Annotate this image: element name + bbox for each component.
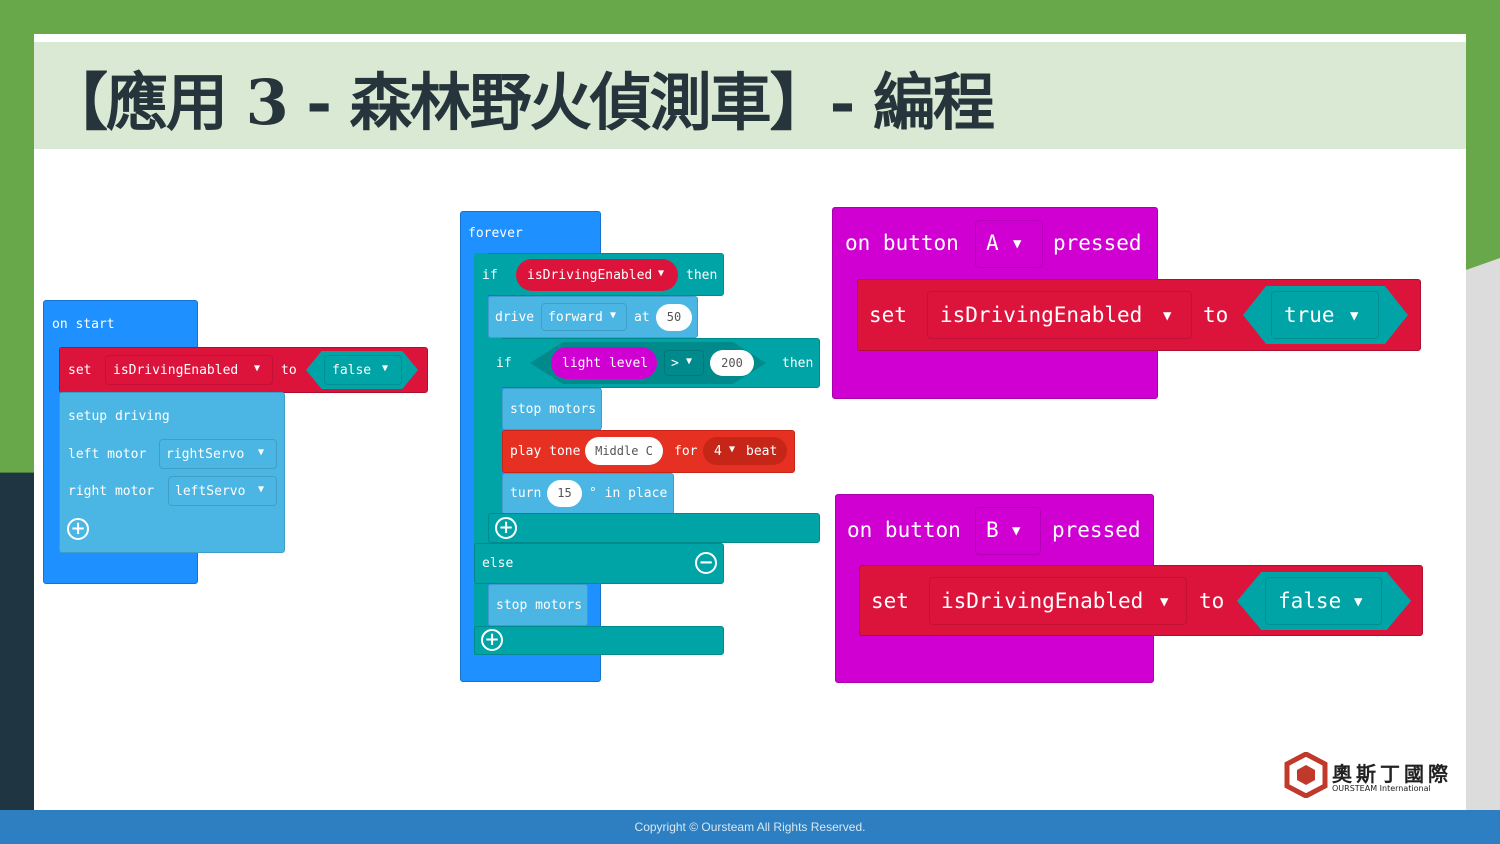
boolean-dropdown[interactable]: [324, 355, 402, 385]
chevron-down-icon: ▼: [258, 447, 265, 458]
inner-then-label: then: [782, 356, 814, 371]
boolean-value: true: [1284, 303, 1335, 327]
left-motor-value: rightServo: [166, 447, 245, 462]
beat-label: beat: [746, 444, 778, 459]
to-label: to: [1199, 589, 1225, 613]
note-input[interactable]: Middle C: [585, 437, 663, 465]
threshold-input[interactable]: 200: [710, 350, 754, 376]
pressed-label: pressed: [1052, 518, 1141, 542]
button-name: B: [986, 518, 999, 542]
chevron-down-icon: ▼: [258, 484, 265, 495]
right-motor-dropdown[interactable]: [168, 476, 277, 506]
light-level-label: light level: [562, 356, 649, 371]
to-label: to: [1203, 303, 1229, 327]
chevron-down-icon: ▼: [729, 444, 736, 455]
chevron-down-icon: ▼: [1160, 594, 1169, 610]
variable-dropdown[interactable]: [105, 355, 273, 385]
for-label: for: [674, 444, 698, 459]
boolean-value: false: [332, 363, 372, 378]
operator-value: >: [671, 356, 679, 371]
chevron-down-icon: ▼: [1163, 308, 1172, 324]
add-parameter-icon[interactable]: +: [67, 518, 89, 540]
beat-dropdown[interactable]: [703, 437, 787, 465]
on-button-label: on button: [845, 231, 959, 255]
in-place-label: ° in place: [589, 486, 668, 501]
operator-dropdown[interactable]: [664, 350, 704, 376]
left-motor-dropdown[interactable]: [159, 439, 277, 469]
button-a-dropdown[interactable]: [975, 220, 1043, 268]
else-section: [474, 543, 724, 584]
setup-driving-label: setup driving: [68, 409, 170, 424]
page-title: 【應用 3 - 森林野火偵測車】- 編程: [46, 66, 995, 139]
degrees-input[interactable]: 15: [547, 480, 582, 507]
chevron-down-icon: ▼: [382, 363, 389, 374]
footer-bar: [0, 810, 1500, 844]
logo-chinese-name: 奧斯丁國際: [1332, 762, 1452, 786]
else-label: else: [482, 556, 514, 571]
light-level-block[interactable]: [551, 347, 657, 379]
if-label: if: [482, 268, 498, 283]
remove-else-icon[interactable]: −: [695, 552, 717, 574]
direction-value: forward: [548, 310, 603, 325]
boolean-dropdown[interactable]: [1271, 291, 1379, 339]
variable-dropdown[interactable]: [929, 577, 1187, 625]
chevron-down-icon: ▼: [658, 268, 665, 279]
variable-dropdown[interactable]: [927, 291, 1192, 339]
pressed-label: pressed: [1053, 231, 1142, 255]
forever-label: forever: [468, 226, 523, 241]
boolean-dropdown[interactable]: [1265, 577, 1382, 625]
at-label: at: [634, 310, 650, 325]
chevron-down-icon: ▼: [1013, 236, 1022, 252]
add-elseif-icon[interactable]: +: [481, 629, 503, 651]
turn-block[interactable]: [502, 473, 674, 515]
title-bar: [34, 42, 1466, 149]
logo-english-name: OURSTEAM International: [1332, 784, 1431, 793]
copyright-text: Copyright © Oursteam All Rights Reserved…: [634, 820, 866, 834]
play-tone-label: play tone: [510, 444, 581, 459]
beats-value: 4: [714, 444, 722, 459]
to-label: to: [281, 363, 297, 378]
speed-input[interactable]: 50: [656, 304, 692, 331]
stop-motors-block[interactable]: [502, 388, 602, 430]
direction-dropdown[interactable]: [541, 303, 627, 331]
on-start-label: on start: [52, 317, 115, 332]
then-label: then: [686, 268, 718, 283]
stop-motors-label: stop motors: [496, 598, 583, 613]
variable-name: isDrivingEnabled: [941, 589, 1144, 613]
chevron-down-icon: ▼: [1012, 523, 1021, 539]
stop-motors-label: stop motors: [510, 402, 597, 417]
stop-motors-block[interactable]: [488, 584, 588, 626]
chevron-down-icon: ▼: [1350, 308, 1359, 324]
right-motor-label: right motor: [68, 484, 155, 499]
chevron-down-icon: ▼: [686, 356, 693, 367]
set-label: set: [871, 589, 909, 613]
boolean-value: false: [1278, 589, 1342, 613]
add-else-icon[interactable]: +: [495, 517, 517, 539]
variable-name: isDrivingEnabled: [113, 363, 239, 378]
drive-label: drive: [495, 310, 535, 325]
chevron-down-icon: ▼: [1354, 594, 1363, 610]
condition-variable-block[interactable]: [516, 259, 678, 291]
condition-variable: isDrivingEnabled: [527, 268, 653, 283]
variable-name: isDrivingEnabled: [940, 303, 1143, 327]
turn-label: turn: [510, 486, 542, 501]
right-motor-value: leftServo: [175, 484, 246, 499]
oursteam-logo-icon: [1284, 752, 1328, 798]
button-b-dropdown[interactable]: [975, 507, 1041, 555]
chevron-down-icon: ▼: [254, 363, 261, 374]
setup-driving-block[interactable]: [59, 392, 285, 553]
on-button-label: on button: [847, 518, 961, 542]
set-label: set: [869, 303, 907, 327]
button-name: A: [986, 231, 999, 255]
set-label: set: [68, 363, 92, 378]
chevron-down-icon: ▼: [610, 310, 617, 321]
inner-if-label: if: [496, 356, 512, 371]
left-motor-label: left motor: [68, 447, 147, 462]
